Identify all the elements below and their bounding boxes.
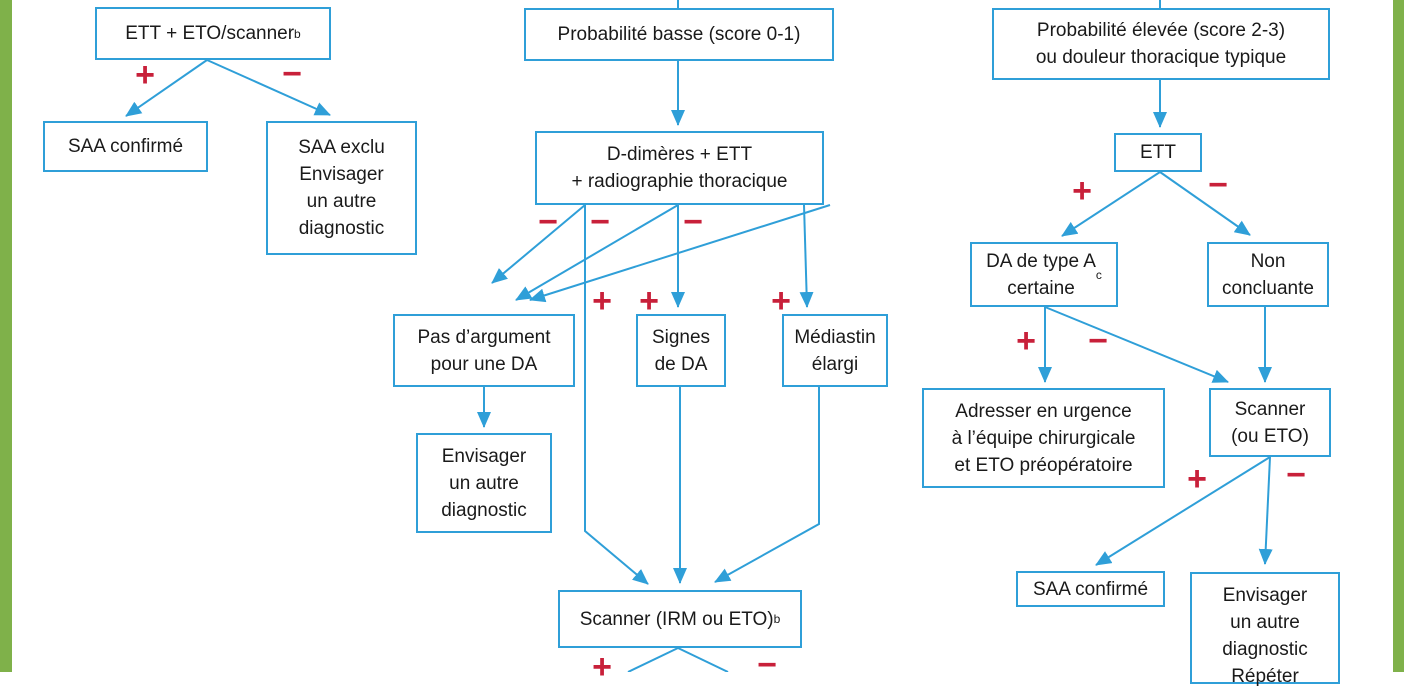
box-ett-right: ETT: [1114, 133, 1202, 172]
arrow-ett-to-saa-exclu: [206, 59, 331, 116]
connector-layer: [125, 0, 1273, 672]
box-envisager-right: Envisager un autre diagnostic Répéter: [1190, 572, 1340, 687]
box-scanner-irm-eto: Scanner (IRM ou ETO)b: [558, 590, 802, 648]
stub-scanner-irm-plus: [627, 647, 679, 672]
plus-sign-right-2: +: [1016, 322, 1036, 360]
plus-sign-left: +: [135, 56, 155, 94]
minus-sign-left: −: [282, 55, 302, 93]
arrow-ddimeres-to-pas-argument-1: [491, 204, 586, 284]
box-scanner-irm-eto-text: Scanner (IRM ou ETO): [579, 608, 774, 630]
box-pas-argument: Pas d’argument pour une DA: [393, 314, 575, 387]
arrow-ddimeres-to-scanner-irm: [584, 205, 649, 585]
plus-sign-mid-3: +: [771, 282, 791, 320]
arrow-ett-to-saa-confirme: [125, 59, 208, 117]
minus-sign-bottom: −: [757, 646, 777, 684]
minus-sign-mid-3: −: [683, 203, 703, 241]
arrow-ddimeres-to-pas-argument-3: [529, 204, 831, 303]
stub-scanner-irm-minus: [677, 647, 729, 672]
box-ett-eto-scanner-text: ETT + ETO/scanner: [125, 23, 295, 44]
minus-sign-mid-1: −: [538, 203, 558, 241]
box-probabilite-elevee: Probabilité élevée (score 2-3) ou douleu…: [992, 8, 1330, 80]
arrow-ddimeres-to-pas-argument-2: [515, 204, 679, 301]
box-signes-da: Signes de DA: [636, 314, 726, 387]
box-mediastin-elargi: Médiastin élargi: [782, 314, 888, 387]
box-saa-confirme-right: SAA confirmé: [1016, 571, 1165, 607]
minus-sign-right-3: −: [1286, 456, 1306, 494]
box-non-concluante: Non concluante: [1207, 242, 1329, 307]
box-saa-confirme-left: SAA confirmé: [43, 121, 208, 172]
plus-sign-mid-2: +: [639, 282, 659, 320]
minus-sign-right-2: −: [1088, 322, 1108, 360]
minus-sign-right-1: −: [1208, 166, 1228, 204]
frame-left-border: [0, 0, 12, 672]
arrow-scanner-eto-to-envisager: [1258, 456, 1273, 565]
arrow-ett-to-da-type-a: [1061, 171, 1161, 237]
arrow-mediastin-to-scanner-irm: [714, 386, 820, 583]
arrow-da-type-a-to-scanner-eto: [1044, 306, 1229, 383]
box-adresser-urgence: Adresser en urgence à l’équipe chirurgic…: [922, 388, 1165, 488]
arrow-scanner-eto-to-saa-confirme: [1095, 456, 1271, 566]
arrow-ett-to-non-concluante: [1159, 171, 1251, 236]
box-probabilite-basse: Probabilité basse (score 0-1): [524, 8, 834, 61]
box-scanner-ou-eto: Scanner (ou ETO): [1209, 388, 1331, 457]
plus-sign-bottom: +: [592, 648, 612, 686]
frame-right-border: [1393, 0, 1404, 672]
plus-sign-mid-1: +: [592, 282, 612, 320]
plus-sign-right-3: +: [1187, 460, 1207, 498]
box-saa-exclu: SAA exclu Envisager un autre diagnostic: [266, 121, 417, 255]
box-ddimeres-ett: D-dimères + ETT + radiographie thoraciqu…: [535, 131, 824, 205]
minus-sign-mid-2: −: [590, 203, 610, 241]
arrow-ddimeres-to-mediastin: [799, 204, 814, 308]
box-da-type-a-text: DA de type A certaine: [986, 250, 1096, 299]
plus-sign-right-1: +: [1072, 172, 1092, 210]
box-envisager-mid: Envisager un autre diagnostic: [416, 433, 552, 533]
